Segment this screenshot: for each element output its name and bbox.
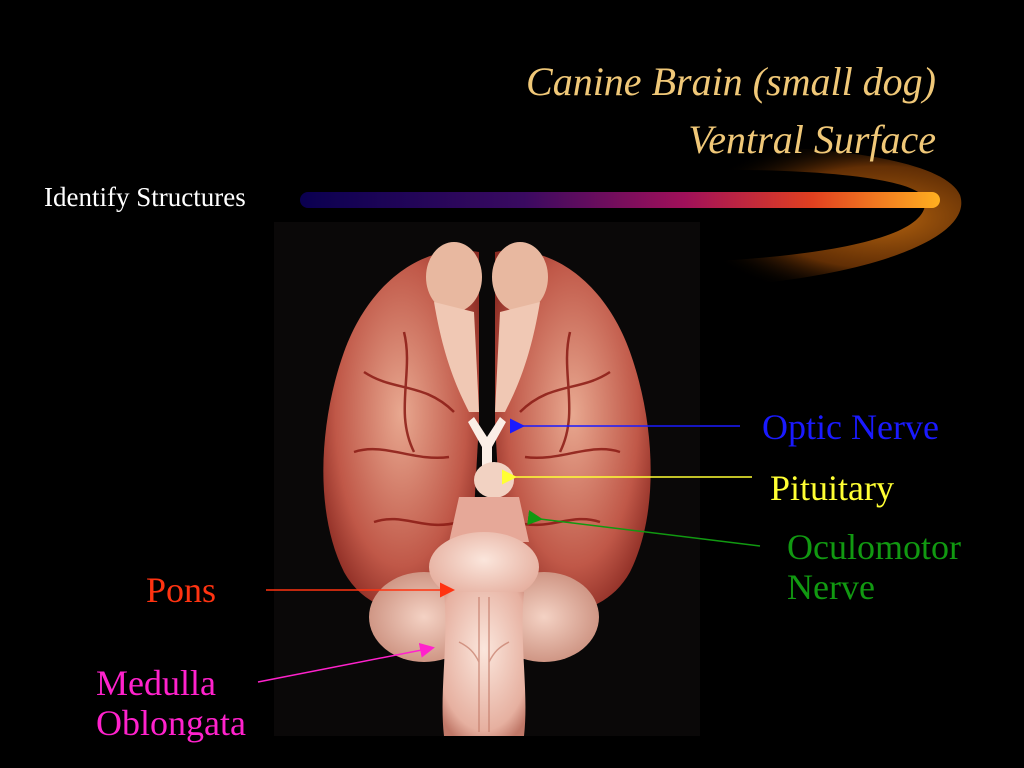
midbrain <box>449 497 529 542</box>
title-swoosh-decoration <box>300 146 962 288</box>
gradient-bar <box>300 192 940 208</box>
medulla-oblongata-label: Medulla Oblongata <box>96 663 246 743</box>
medulla-oblongata <box>442 592 526 736</box>
medulla-label-line-2: Oblongata <box>96 702 246 743</box>
medulla-label-line-1: Medulla <box>96 663 216 703</box>
oculomotor-label-line-1: Oculomotor <box>787 527 961 567</box>
left-olfactory-bulb <box>426 242 482 312</box>
oculomotor-nerve-label: Oculomotor Nerve <box>787 527 961 607</box>
oculomotor-label-line-2: Nerve <box>787 566 875 607</box>
pons-label: Pons <box>146 570 217 610</box>
left-olfactory-tract <box>434 302 479 412</box>
pituitary-gland <box>474 462 514 498</box>
pons <box>429 532 539 602</box>
left-hemisphere <box>323 250 479 614</box>
optic-chiasm <box>468 417 506 472</box>
swoosh-shape <box>640 146 962 288</box>
medulla-ridges <box>458 597 510 732</box>
subtitle: Identify Structures <box>44 182 246 212</box>
title-line-1: Canine Brain (small dog) <box>526 59 936 104</box>
right-olfactory-bulb <box>492 242 548 312</box>
optic-nerve-label: Optic Nerve <box>762 407 939 447</box>
brain-photo <box>274 222 700 736</box>
title-line-2: Ventral Surface <box>688 117 936 162</box>
pituitary-label: Pituitary <box>770 468 894 508</box>
right-olfactory-tract <box>495 302 540 412</box>
